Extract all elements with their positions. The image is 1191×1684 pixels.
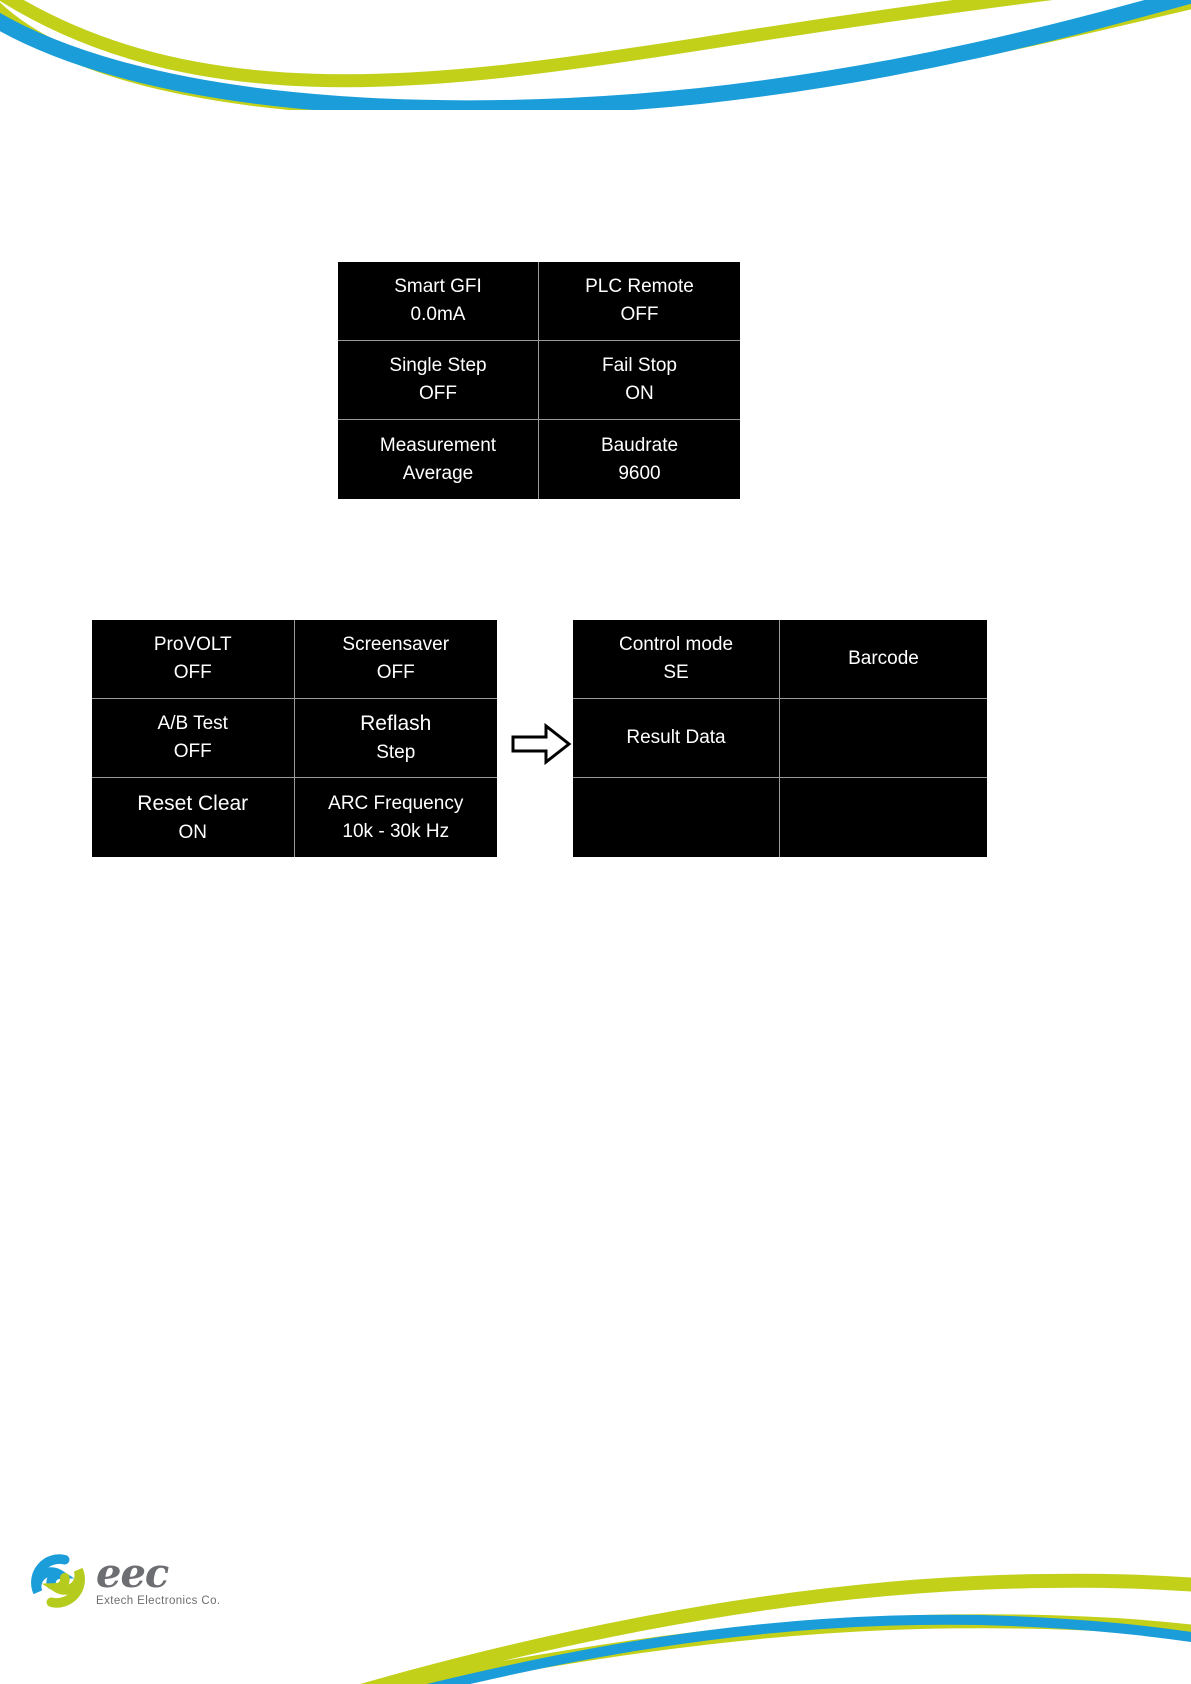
lcd-cell-control-mode[interactable]: Control mode SE: [573, 620, 780, 699]
logo-wordmark: eec: [96, 1550, 169, 1597]
lcd-cell-single-step[interactable]: Single Step OFF: [338, 341, 539, 420]
lcd-cell-ab-test[interactable]: A/B Test OFF: [92, 699, 295, 778]
lcd-cell-label: Baudrate: [600, 434, 679, 456]
lcd-cell-value: ON: [178, 821, 208, 843]
lcd-cell-empty-2[interactable]: [573, 778, 780, 857]
lcd-cell-value: OFF: [419, 383, 457, 404]
lcd-cell-value: ON: [625, 383, 654, 404]
lcd-cell-label: ProVOLT: [153, 634, 232, 656]
lcd-panel-system-settings-2: ProVOLT OFF Screensaver OFF A/B Test OFF…: [92, 620, 497, 857]
lcd-cell-value: Average: [402, 462, 474, 484]
lcd-cell-value: 0.0mA: [410, 304, 466, 325]
lcd-panel-system-settings-1: Smart GFI 0.0mA PLC Remote OFF Single St…: [338, 262, 740, 499]
lcd-cell-empty-1[interactable]: [780, 699, 987, 778]
lcd-cell-value: OFF: [173, 662, 212, 683]
logo-text-block: eec Extech Electronics Co.: [96, 1550, 221, 1608]
lcd-cell-arc-frequency[interactable]: ARC Frequency 10k - 30k Hz: [294, 778, 497, 857]
arrow-right-icon: [511, 722, 572, 766]
lcd-cell-label: PLC Remote: [585, 276, 694, 298]
lcd-cell-label: Control mode: [618, 634, 734, 656]
lcd-cell-label: Barcode: [848, 648, 919, 670]
lcd-cell-smart-gfi[interactable]: Smart GFI 0.0mA: [338, 262, 539, 341]
lcd-cell-value: Step: [376, 742, 416, 764]
lcd-cell-fail-stop[interactable]: Fail Stop ON: [539, 341, 740, 420]
lcd-cell-label: Result Data: [626, 727, 726, 749]
logo-subtitle: Extech Electronics Co.: [96, 1595, 221, 1607]
lcd-cell-label: Screensaver: [342, 634, 450, 656]
eec-swirl-logo-icon: [31, 1554, 85, 1608]
lcd-cell-screensaver[interactable]: Screensaver OFF: [294, 620, 497, 699]
lcd-cell-label: Measurement: [379, 434, 497, 456]
lcd-cell-label: Single Step: [389, 355, 487, 377]
lcd-cell-barcode[interactable]: Barcode: [780, 620, 987, 699]
lcd-cell-value: 9600: [618, 462, 661, 484]
lcd-cell-plc-remote[interactable]: PLC Remote OFF: [539, 262, 740, 341]
lcd-cell-label: ARC Frequency: [328, 792, 464, 814]
lcd-cell-label: Fail Stop: [602, 355, 677, 377]
lcd-cell-label: Reflash: [360, 712, 432, 735]
eec-logo: eec Extech Electronics Co.: [30, 1545, 250, 1617]
lcd-cell-provolt[interactable]: ProVOLT OFF: [92, 620, 295, 699]
lcd-cell-baudrate[interactable]: Baudrate 9600: [539, 420, 740, 499]
lcd-cell-label: A/B Test: [157, 713, 228, 735]
lcd-cell-label: Smart GFI: [394, 276, 482, 298]
lcd-cell-result-data[interactable]: Result Data: [573, 699, 780, 778]
lcd-cell-measurement[interactable]: Measurement Average: [338, 420, 539, 499]
lcd-cell-value: OFF: [376, 662, 415, 683]
lcd-cell-value: OFF: [173, 741, 212, 762]
lcd-cell-value: SE: [663, 662, 689, 683]
lcd-cell-reflash[interactable]: Reflash Step: [294, 699, 497, 778]
lcd-cell-reset-clear[interactable]: Reset Clear ON: [92, 778, 295, 857]
lcd-cell-label: Reset Clear: [137, 791, 249, 815]
lcd-panel-system-settings-3: Control mode SE Barcode Result Data: [573, 620, 987, 857]
lcd-cell-value: 10k - 30k Hz: [342, 820, 450, 842]
lcd-cell-empty-3[interactable]: [780, 778, 987, 857]
header-swoosh-decoration: [0, 0, 1191, 110]
lcd-cell-value: OFF: [620, 304, 659, 325]
